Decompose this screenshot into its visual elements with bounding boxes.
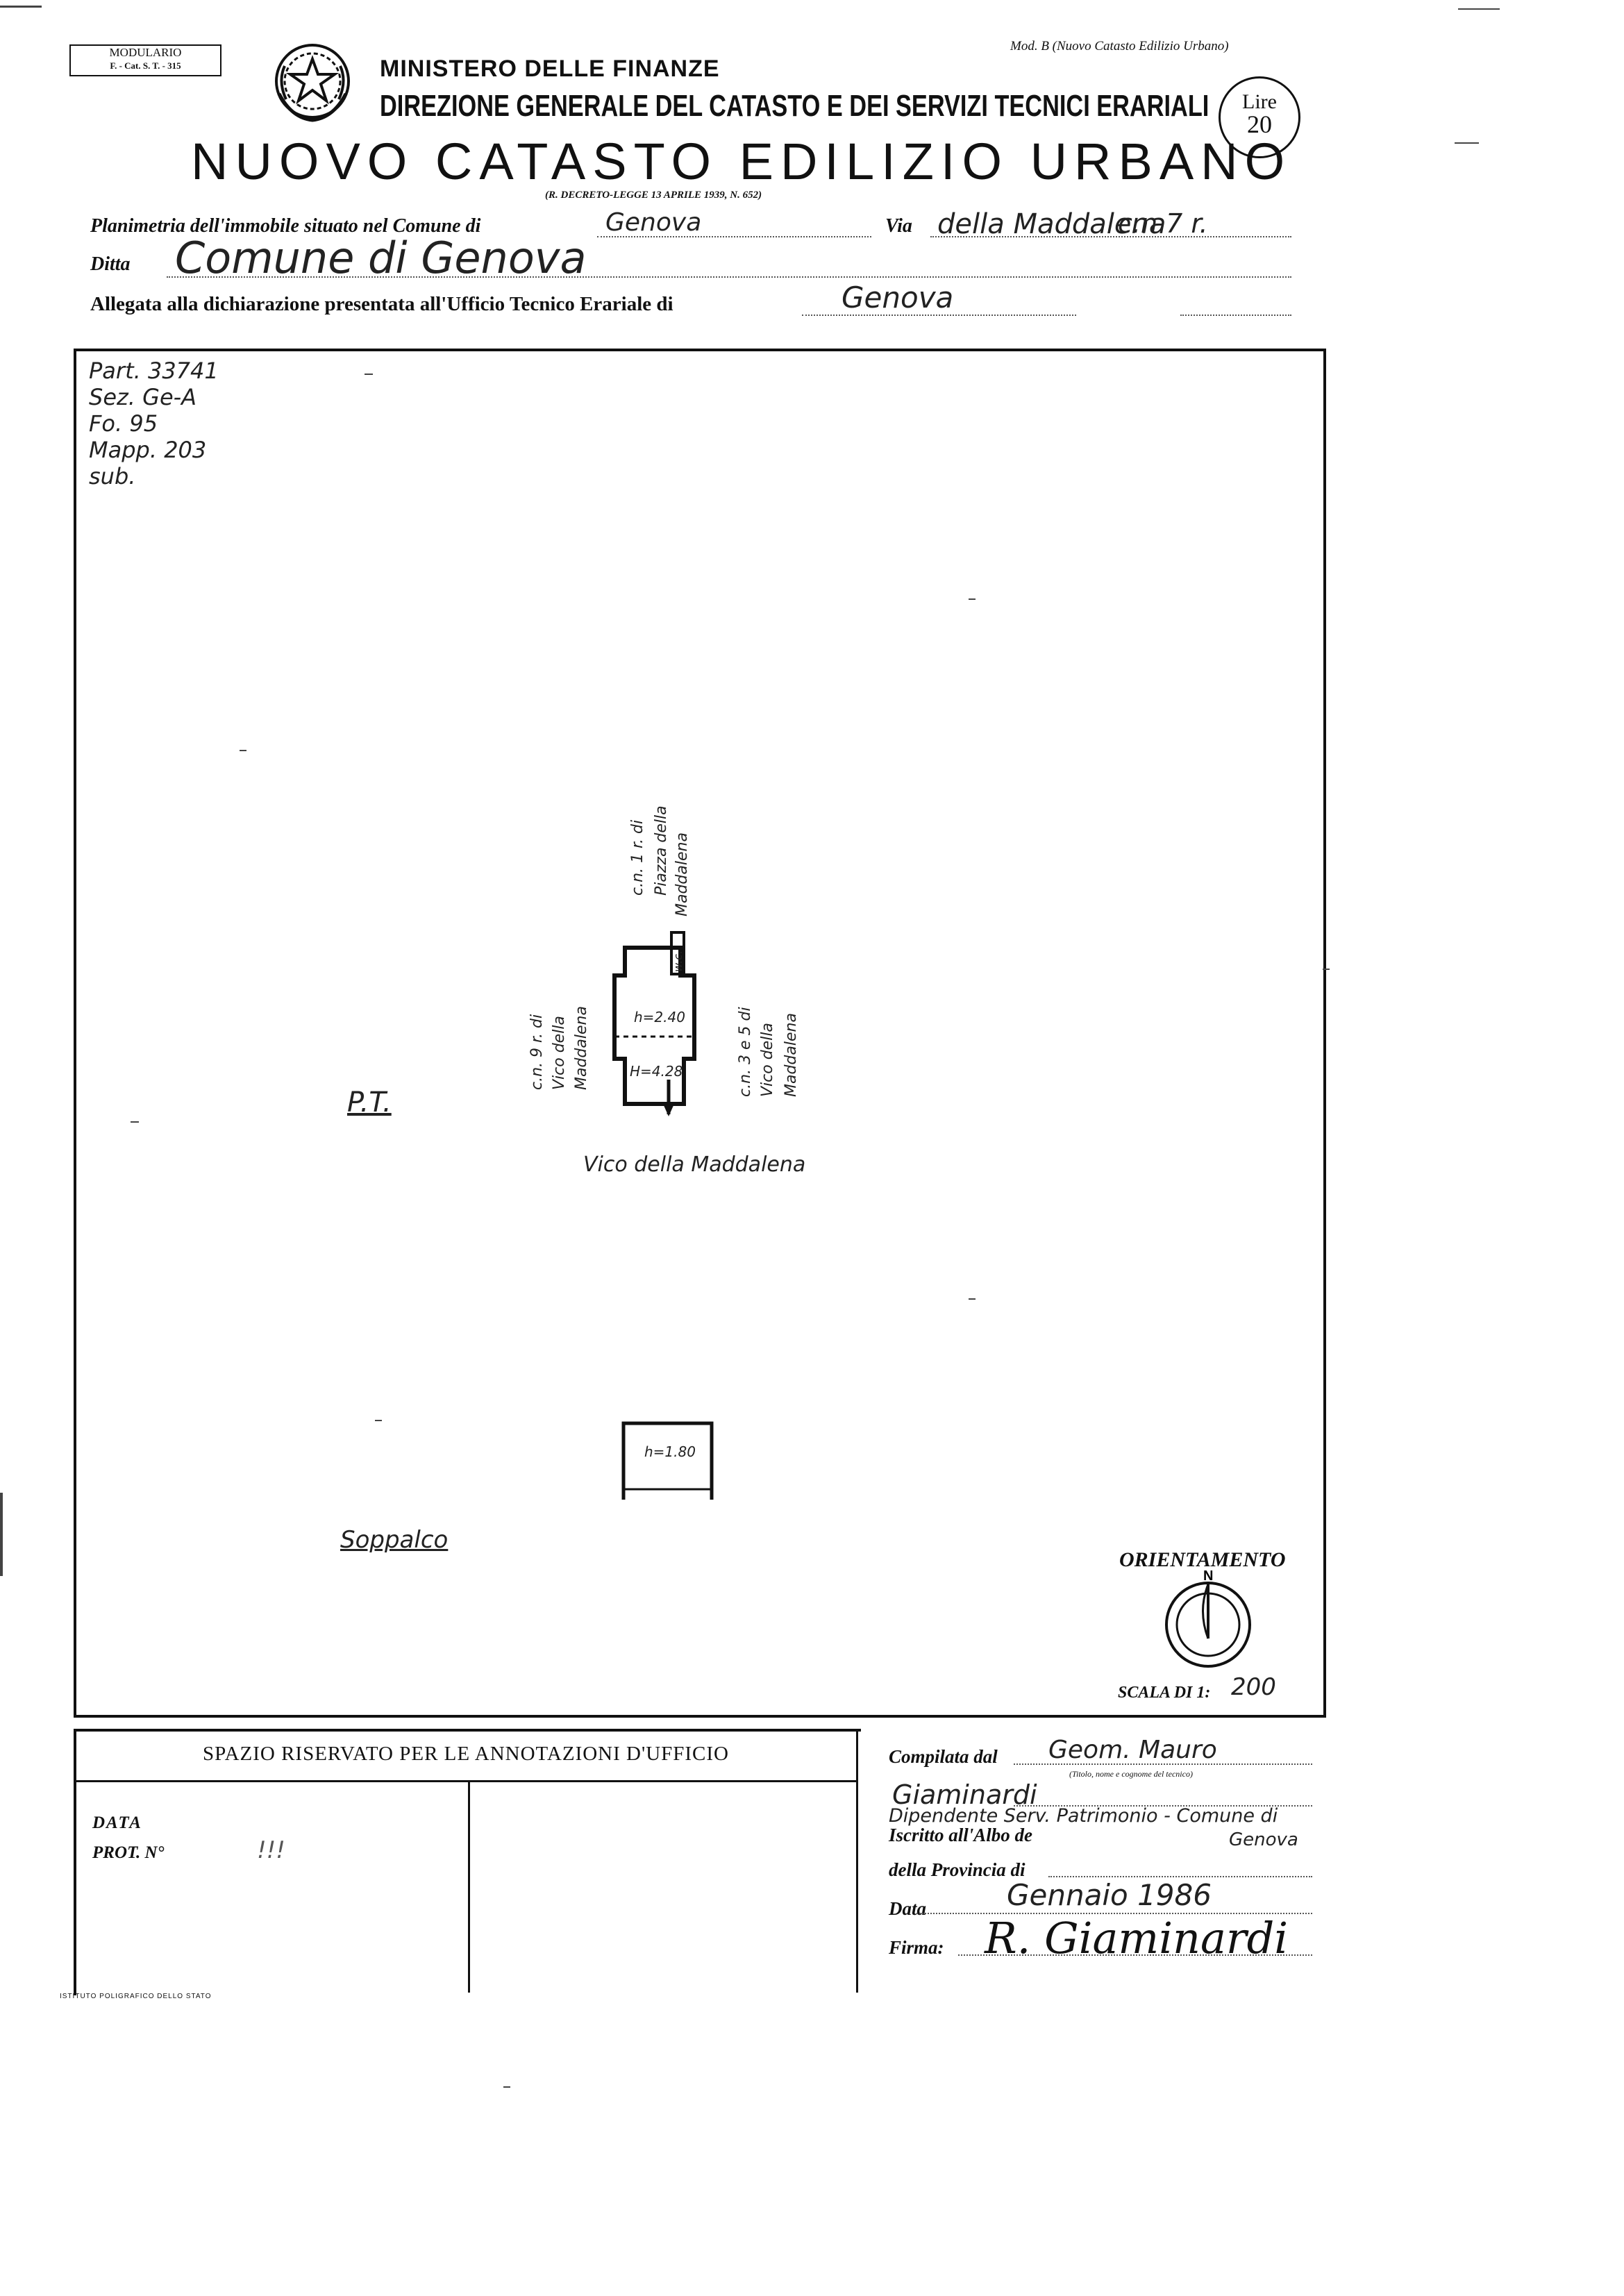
model-code: Mod. B (Nuovo Catasto Edilizio Urbano)	[1010, 39, 1229, 53]
via-value: della Maddalena	[937, 208, 1166, 240]
ditta-dotted-line	[167, 276, 1291, 278]
note-foglio: Fo. 95	[89, 410, 158, 437]
decree-reference: (R. DECRETO-LEGGE 13 APRILE 1939, N. 652…	[545, 190, 762, 201]
north-label: N	[1203, 1569, 1213, 1584]
page-title: NUOVO CATASTO EDILIZIO URBANO	[191, 133, 1292, 190]
ditta-value: Comune di Genova	[175, 233, 587, 283]
italian-emblem-icon	[275, 44, 350, 122]
ministry-name: MINISTERO DELLE FINANZE	[380, 56, 720, 82]
compiler-surname: Giaminardi	[892, 1779, 1037, 1810]
compiler-name-hint: (Titolo, nome e cognome del tecnico)	[1069, 1769, 1193, 1779]
office-prot-label: PROT. N°	[92, 1843, 165, 1862]
cadastral-notes: Part. 33741 Sez. Ge-A Fo. 95 Mapp. 203 s…	[89, 358, 219, 489]
note-sezione: Sez. Ge-A	[89, 384, 197, 410]
scan-artifact	[240, 750, 246, 751]
plan-frame	[74, 349, 1326, 1718]
office-annotations-box	[74, 1729, 861, 1995]
planimetria-label: Planimetria dell'immobile situato nel Co…	[90, 215, 481, 237]
office-data-label: DATA	[92, 1813, 142, 1832]
allegata-label: Allegata alla dichiarazione presentata a…	[90, 293, 673, 315]
albo-label: Iscritto all'Albo de	[889, 1825, 1033, 1845]
printer-credit: ISTITUTO POLIGRAFICO DELLO STATO	[60, 1993, 212, 2000]
directorate-name: DIREZIONE GENERALE DEL CATASTO E DEI SER…	[380, 89, 1209, 123]
office-prot-value: !!!	[257, 1836, 285, 1864]
scale-label: SCALA DI 1:	[1118, 1684, 1211, 1702]
scan-artifact	[1458, 8, 1500, 10]
scale-value: 200	[1231, 1673, 1276, 1701]
via-dotted-line	[930, 236, 1291, 237]
compilation-date-dotted-line	[916, 1913, 1312, 1914]
comune-dotted-line	[597, 236, 871, 237]
fee-stamp: Lire 20	[1219, 76, 1300, 158]
scan-artifact	[1323, 969, 1330, 970]
top-neighbor-line1: c.n. 1 r. di	[629, 820, 646, 896]
note-sub: sub.	[89, 463, 136, 489]
compilation-date-label: Data	[889, 1898, 926, 1919]
left-neighbor-line1: c.n. 9 r. di	[528, 1014, 546, 1090]
office-annotations-title: SPAZIO RISERVATO PER LE ANNOTAZIONI D'UF…	[202, 1743, 730, 1765]
entrance-arrow-head	[663, 1104, 674, 1116]
street-label-bottom: Vico della Maddalena	[583, 1153, 806, 1177]
right-neighbor-line2: Vico della	[759, 1023, 776, 1097]
modulario-line2: F. - Cat. S. T. - 315	[110, 60, 181, 71]
scan-artifact	[0, 1493, 3, 1576]
ufficio-city-value: Genova	[842, 280, 954, 315]
floor-plan-walls	[612, 931, 696, 1106]
compilation-date-value: Gennaio 1986	[1007, 1878, 1212, 1912]
signature-dotted-line	[958, 1954, 1312, 1956]
via-label: Via	[885, 215, 912, 237]
albo-city: Genova	[1229, 1829, 1298, 1850]
provincia-label: della Provincia di	[889, 1859, 1026, 1880]
floor-plan-drawing: c.n. 1 r. di Piazza della Maddalena w.c.…	[528, 801, 800, 1116]
scan-artifact	[365, 374, 373, 375]
height-upper-label: h=2.40	[634, 1009, 685, 1025]
scan-artifact	[131, 1121, 139, 1123]
signature-label: Firma:	[889, 1937, 944, 1958]
fee-label: Lire	[1242, 90, 1277, 113]
ground-floor-label: P.T.	[347, 1087, 392, 1118]
svg-text:c.n. 1 r. di Piazza della: c.n. 1 r. di Piazza della Maddalena	[629, 801, 691, 916]
scan-artifact	[375, 1420, 382, 1421]
provincia-dotted-line	[1048, 1876, 1312, 1877]
right-neighbor-line1: c.n. 3 e 5 di	[737, 1007, 754, 1097]
top-neighbor-line2: Piazza della	[653, 805, 670, 896]
height-lower-label: H=4.28	[630, 1063, 683, 1080]
note-partita: Part. 33741	[89, 358, 219, 384]
mezzanine-label: Soppalco	[340, 1526, 449, 1554]
handwritten-signature: R. Giaminardi	[985, 1913, 1289, 1963]
civic-number: c.n 7 r.	[1118, 208, 1208, 239]
note-mappale: Mapp. 203	[89, 437, 207, 463]
north-compass-icon: N	[1165, 1569, 1251, 1668]
scan-artifact	[503, 2086, 510, 2088]
office-title-separator	[74, 1780, 858, 1782]
office-column-separator	[468, 1782, 470, 1993]
left-neighbor-line2: Vico della	[551, 1016, 568, 1090]
fee-value: 20	[1247, 110, 1272, 138]
modulario-box: MODULARIO F. - Cat. S. T. - 315	[69, 44, 221, 76]
office-box-right-border	[856, 1729, 858, 1993]
compiler-dotted-line	[1014, 1805, 1312, 1807]
scan-artifact	[1455, 142, 1479, 144]
compiled-by-label: Compilata dal	[889, 1746, 998, 1767]
modulario-line1: MODULARIO	[109, 46, 182, 59]
right-neighbor-line3: Maddalena	[782, 1013, 800, 1097]
scan-artifact	[0, 6, 42, 8]
ufficio-dotted-line	[802, 315, 1076, 316]
compiler-name-title: Geom. Mauro	[1048, 1736, 1217, 1764]
svg-text:c.n. 3 e 5 di Vico della: c.n. 3 e 5 di Vico della Maddalena	[737, 1002, 800, 1097]
mezzanine-height-label: h=1.80	[644, 1443, 696, 1460]
svg-text:c.n. 9 r. di Vico della: c.n. 9 r. di Vico della Maddalena	[528, 1006, 590, 1090]
scan-artifact	[969, 1298, 976, 1300]
mezzanine-drawing: h=1.80	[621, 1421, 714, 1500]
ditta-label: Ditta	[90, 253, 131, 275]
top-neighbor-line3: Maddalena	[673, 832, 691, 916]
left-neighbor-line3: Maddalena	[573, 1006, 590, 1090]
ufficio-dotted-line-2	[1180, 315, 1291, 316]
orientation-label: ORIENTAMENTO	[1119, 1548, 1286, 1571]
comune-value: Genova	[605, 208, 702, 237]
compiled-by-dotted-line	[1014, 1763, 1312, 1765]
scan-artifact	[969, 598, 976, 600]
compiler-role: Dipendente Serv. Patrimonio - Comune di	[889, 1805, 1278, 1827]
wc-label: w.c.	[671, 950, 685, 972]
